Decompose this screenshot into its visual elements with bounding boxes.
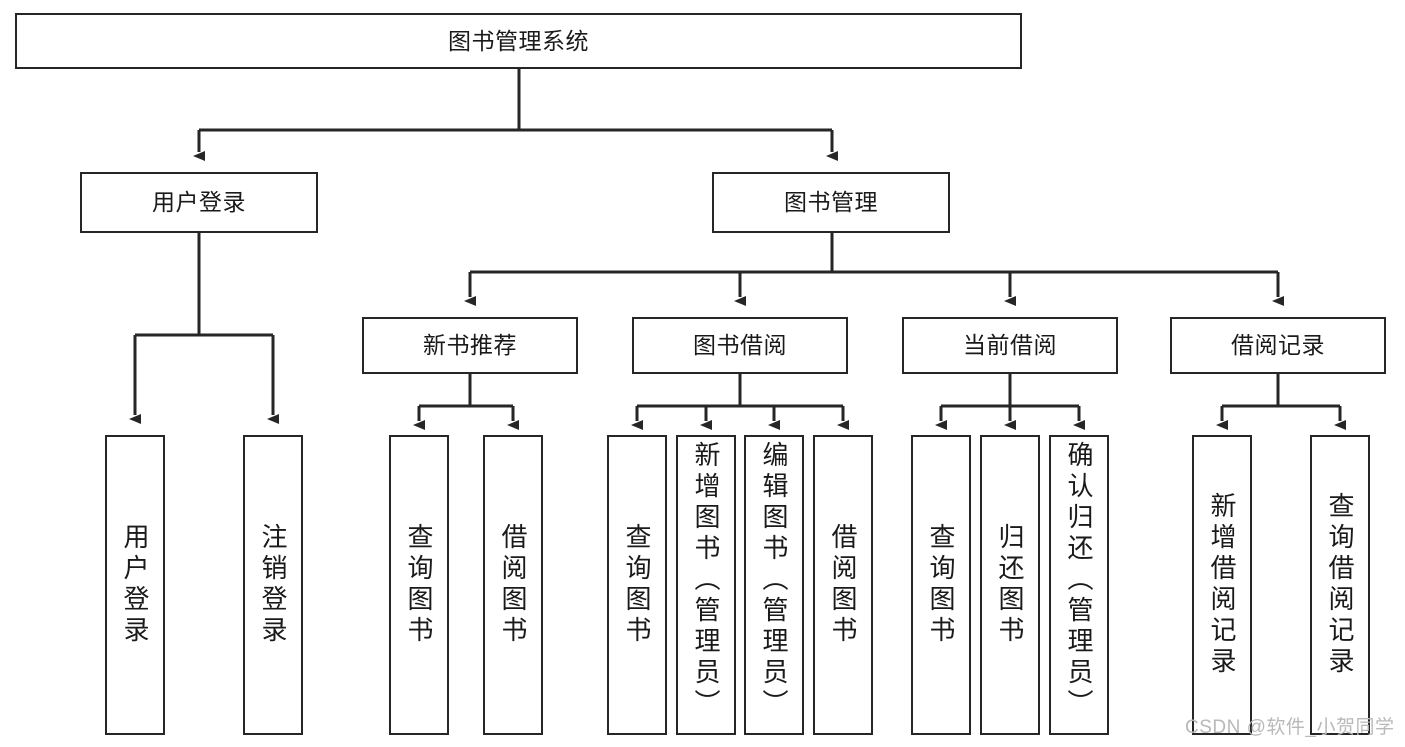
- node-label: 查询借阅记录: [1325, 492, 1355, 678]
- node-new-book-recommend[interactable]: 新书推荐: [362, 317, 578, 374]
- node-book-borrow[interactable]: 图书借阅: [632, 317, 848, 374]
- node-label: 用户登录: [152, 189, 246, 215]
- leaf-new-book-query[interactable]: 查询图书: [389, 435, 449, 735]
- node-label: 编辑图书（管理员）: [759, 441, 789, 720]
- node-label: 图书管理系统: [448, 27, 589, 54]
- leaf-user-login-signin[interactable]: 用户登录: [105, 435, 165, 735]
- node-root-system[interactable]: 图书管理系统: [15, 13, 1022, 69]
- node-label: 新增图书（管理员）: [691, 441, 721, 720]
- node-label: 新增借阅记录: [1207, 492, 1237, 678]
- node-label: 确认归还（管理员）: [1064, 441, 1094, 720]
- leaf-borrow-add-book-admin[interactable]: 新增图书（管理员）: [676, 435, 736, 735]
- node-current-borrow[interactable]: 当前借阅: [902, 317, 1118, 374]
- node-label: 图书借阅: [693, 332, 787, 358]
- node-label: 查询图书: [404, 523, 434, 647]
- node-label: 当前借阅: [963, 332, 1057, 358]
- leaf-record-query-record[interactable]: 查询借阅记录: [1310, 435, 1370, 735]
- node-label: 查询图书: [926, 523, 956, 647]
- leaf-current-confirm-return-admin[interactable]: 确认归还（管理员）: [1049, 435, 1109, 735]
- leaf-current-return-book[interactable]: 归还图书: [980, 435, 1040, 735]
- node-label: 查询图书: [622, 523, 652, 647]
- leaf-current-query-book[interactable]: 查询图书: [911, 435, 971, 735]
- node-book-management[interactable]: 图书管理: [712, 172, 950, 233]
- node-label: 用户登录: [120, 523, 150, 647]
- leaf-borrow-query-book[interactable]: 查询图书: [607, 435, 667, 735]
- node-label: 借阅记录: [1231, 332, 1325, 358]
- node-label: 图书管理: [784, 189, 878, 215]
- node-label: 借阅图书: [498, 523, 528, 647]
- leaf-new-book-borrow[interactable]: 借阅图书: [483, 435, 543, 735]
- node-label: 借阅图书: [828, 523, 858, 647]
- leaf-record-add-record[interactable]: 新增借阅记录: [1192, 435, 1252, 735]
- node-label: 注销登录: [258, 523, 288, 647]
- node-borrow-record[interactable]: 借阅记录: [1170, 317, 1386, 374]
- node-label: 新书推荐: [423, 332, 517, 358]
- node-label: 归还图书: [995, 523, 1025, 647]
- leaf-borrow-edit-book-admin[interactable]: 编辑图书（管理员）: [744, 435, 804, 735]
- csdn-watermark: CSDN @软件_小贺同学: [1185, 717, 1395, 738]
- leaf-user-login-signout[interactable]: 注销登录: [243, 435, 303, 735]
- node-user-login[interactable]: 用户登录: [80, 172, 318, 233]
- leaf-borrow-borrow-book[interactable]: 借阅图书: [813, 435, 873, 735]
